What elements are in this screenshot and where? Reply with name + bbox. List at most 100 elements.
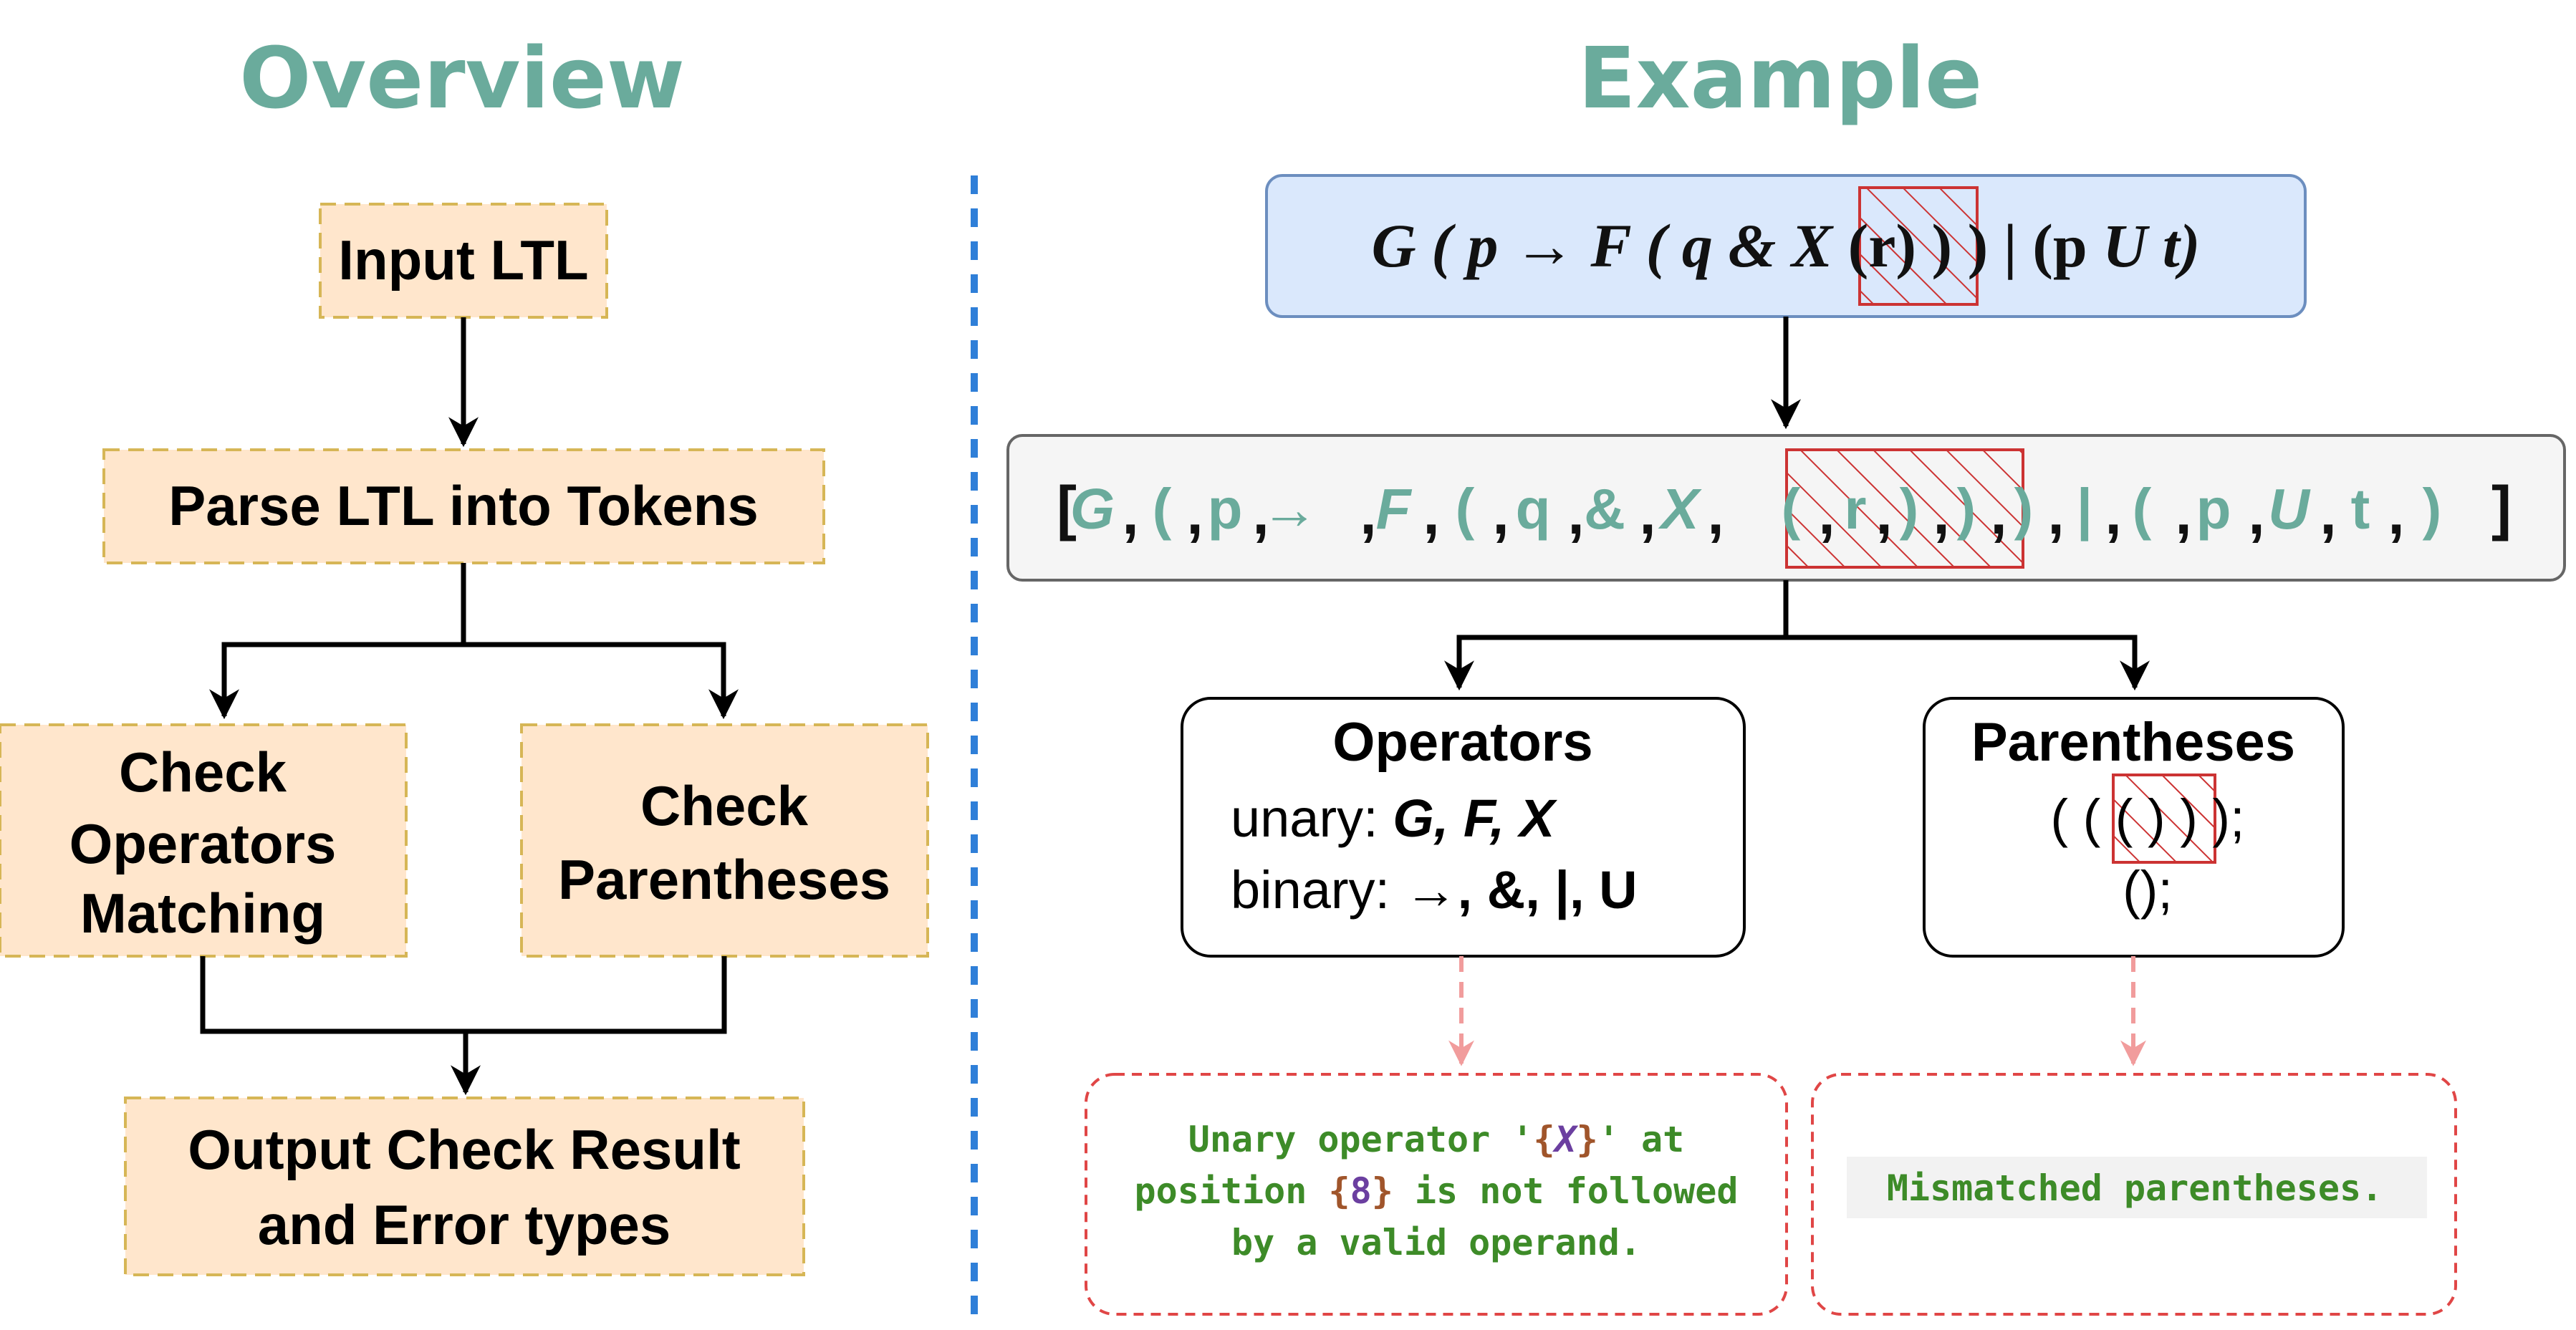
tokens-error-highlight	[1785, 448, 2024, 569]
parse-tokens-box	[102, 448, 825, 564]
token-separator: ,	[2248, 479, 2264, 546]
check-parentheses-line2: Parentheses	[558, 848, 890, 911]
token-item: F	[1376, 477, 1413, 541]
output-box	[124, 1097, 805, 1276]
parentheses-error-text: Mismatched parentheses.	[1887, 1167, 2383, 1209]
unary-ops: G, F, X	[1393, 789, 1558, 848]
merge-connector	[200, 956, 727, 1034]
binary-ops: →, &, |, U	[1405, 860, 1638, 920]
token-separator: ,	[1567, 479, 1584, 546]
token-separator: ,	[1933, 479, 1949, 546]
operators-error-line1: Unary operator '{X}' at	[1188, 1119, 1684, 1160]
token-separator: ,	[1818, 479, 1835, 546]
parentheses-title: Parentheses	[1971, 712, 2295, 773]
err-l2-post: is not followed	[1393, 1170, 1739, 1212]
input-ltl-label: Input LTL	[338, 228, 588, 291]
check-parentheses-box	[520, 723, 929, 958]
check-operators-box	[0, 723, 408, 958]
arrow-parse-to-operators	[209, 563, 466, 720]
formula-highlight: (r) )	[1848, 211, 1953, 280]
token-separator: ,	[1707, 479, 1724, 546]
check-operators-line1: Check	[119, 741, 287, 804]
token-separator: ,	[1875, 479, 1892, 546]
output-line1: Output Check Result	[188, 1118, 740, 1181]
overview-flow: Input LTL Parse LTL into Tokens Check Op…	[0, 203, 929, 1276]
err-l2-brace-close: }	[1372, 1170, 1393, 1212]
check-operators-line2: Operators	[69, 812, 337, 875]
token-item: (	[1782, 477, 1801, 541]
token-separator: ,	[1423, 479, 1439, 546]
token-item: p	[2196, 477, 2231, 541]
err-l2-pre: position	[1135, 1170, 1329, 1212]
token-separator: ,	[1492, 479, 1509, 546]
tokens-open-bracket: [	[1057, 474, 1077, 541]
example-title: Example	[1578, 29, 1982, 127]
parentheses-error-highlight	[2112, 774, 2216, 864]
token-item: t	[2351, 477, 2370, 541]
overview-title: Overview	[239, 29, 685, 127]
token-separator: ,	[1639, 479, 1655, 546]
token-item: r	[1844, 477, 1866, 541]
token-separator: ,	[1360, 479, 1376, 546]
token-separator: ,	[1990, 479, 2007, 546]
token-separator: ,	[2320, 479, 2336, 546]
err-l1-brace-close: }	[1577, 1119, 1598, 1160]
token-separator: ,	[2047, 479, 2064, 546]
operators-binary: binary: →, &, |, U	[1231, 860, 1638, 920]
err-l1-post: ' at	[1598, 1119, 1684, 1160]
formula-part1: G ( p →	[1372, 211, 1591, 280]
token-item: →	[1261, 477, 1318, 541]
example-flow: G ( p → F ( q & X (r) ) ) | (p U t) [ ] …	[1006, 174, 2566, 1316]
token-item: G	[1070, 477, 1115, 541]
tokens-close-bracket: ]	[2491, 474, 2512, 541]
token-item: )	[2423, 477, 2442, 541]
operators-unary: unary: G, F, X	[1231, 789, 1558, 848]
token-item: )	[1957, 477, 1976, 541]
token-item: &	[1584, 477, 1625, 541]
operators-title: Operators	[1332, 712, 1592, 773]
formula-part4: U t)	[2102, 211, 2200, 280]
token-item: p	[1208, 477, 1243, 541]
token-separator: ,	[1122, 479, 1138, 546]
ltl-formula: G ( p → F ( q & X (r) ) ) | (p U t)	[1372, 211, 2201, 280]
arrow-tokens-to-parentheses	[1786, 635, 2150, 691]
token-separator: ,	[1186, 479, 1203, 546]
token-separator: ,	[1252, 479, 1269, 546]
operators-error-line3: by a valid operand.	[1231, 1222, 1641, 1263]
token-item: X	[1658, 477, 1702, 541]
token-separator: ,	[2388, 479, 2404, 546]
parse-tokens-label: Parse LTL into Tokens	[168, 474, 759, 537]
token-item: (	[1456, 477, 1475, 541]
unary-label: unary:	[1231, 789, 1393, 848]
operators-error-box	[1085, 1073, 1788, 1316]
check-parentheses-line1: Check	[640, 774, 809, 837]
err-l1-var: X	[1552, 1119, 1579, 1160]
token-separator: ,	[2175, 479, 2191, 546]
arrow-parse-to-parentheses	[463, 642, 739, 720]
parentheses-error-code-bg	[1847, 1157, 2427, 1218]
err-l2-brace-open: {	[1328, 1170, 1350, 1212]
formula-error-highlight	[1858, 186, 1979, 306]
arrow-tokens-to-operators	[1444, 580, 1789, 691]
parentheses-line1: ( ( ( ) ) );	[2050, 789, 2244, 848]
operators-error-line2: position {8} is not followed	[1135, 1170, 1739, 1212]
token-item: (	[1153, 477, 1172, 541]
token-item: (	[2133, 477, 2152, 541]
token-separator: ,	[2105, 479, 2121, 546]
token-item: U	[2268, 477, 2311, 541]
token-item: )	[2014, 477, 2034, 541]
check-operators-line3: Matching	[80, 882, 325, 945]
err-l2-num: 8	[1350, 1170, 1372, 1212]
parentheses-line2: ();	[2123, 860, 2173, 920]
token-item: q	[1516, 477, 1551, 541]
formula-part2: F ( q & X	[1590, 211, 1847, 280]
output-line2: and Error types	[258, 1193, 671, 1256]
token-item: |	[2077, 477, 2092, 541]
err-l1-pre: Unary operator '	[1188, 1119, 1534, 1160]
binary-label: binary:	[1231, 860, 1405, 920]
formula-part3: ) | (p	[1952, 211, 2102, 280]
token-item: )	[1900, 477, 1919, 541]
